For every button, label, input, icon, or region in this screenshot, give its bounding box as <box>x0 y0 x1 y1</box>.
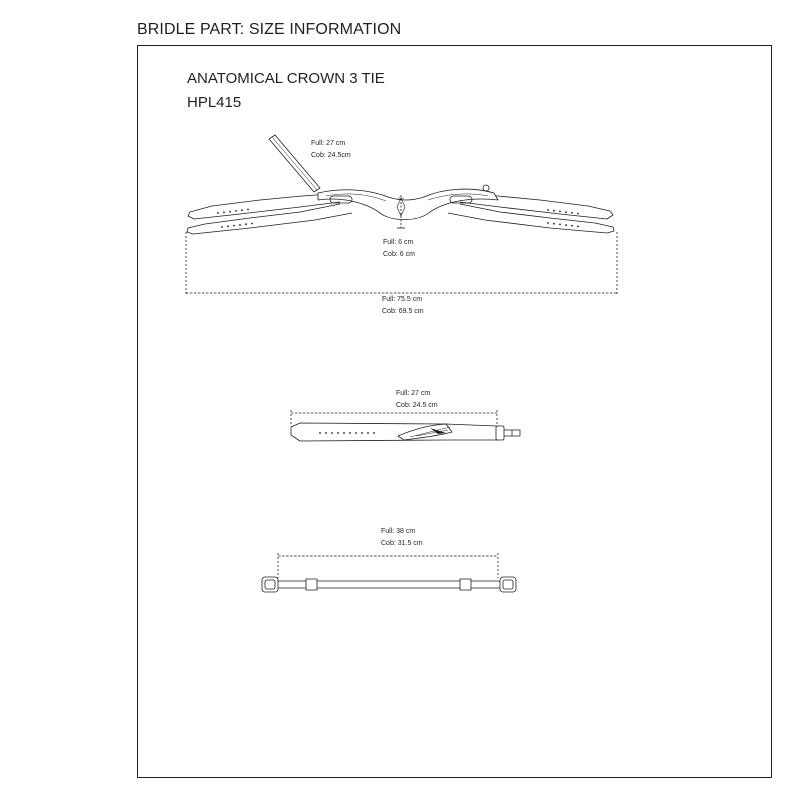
connector-cob-label: Cob: 31.5 cm <box>381 540 423 547</box>
crown-width-full-label: Full: 6 cm <box>383 239 414 246</box>
diagram-frame <box>137 45 772 778</box>
crown-total-dimension <box>185 232 618 296</box>
connector-illustration <box>261 553 517 593</box>
product-code: HPL415 <box>187 94 242 111</box>
product-title-block: ANATOMICAL CROWN 3 TIE HPL415 <box>187 67 385 115</box>
strap-illustration <box>290 410 521 442</box>
crown-strap-cob-label: Cob: 24.5cm <box>311 152 351 159</box>
crown-total-cob-label: Cob: 69.5 cm <box>382 308 424 315</box>
product-name: ANATOMICAL CROWN 3 TIE <box>187 70 385 87</box>
crown-strap-illustration <box>268 134 321 193</box>
crown-width-dimension <box>396 195 406 229</box>
crown-total-full-label: Full: 75.5 cm <box>382 296 422 303</box>
strap-full-label: Full: 27 cm <box>396 390 430 397</box>
strap-cob-label: Cob: 24.5 cm <box>396 402 438 409</box>
crown-width-cob-label: Cob: 6 cm <box>383 251 415 258</box>
anatomical-crown-illustration <box>186 184 615 235</box>
crown-strap-full-label: Full: 27 cm <box>311 140 345 147</box>
page-header: BRIDLE PART: SIZE INFORMATION <box>137 21 402 38</box>
connector-full-label: Full: 38 cm <box>381 528 415 535</box>
